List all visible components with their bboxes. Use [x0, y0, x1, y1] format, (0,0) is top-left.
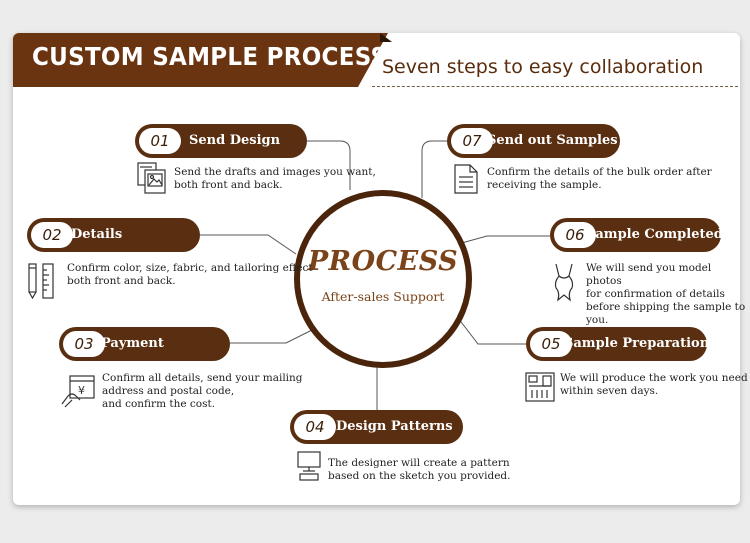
step-number: 07 [451, 128, 493, 154]
step-06-description: We will send you model photos for confir… [586, 262, 750, 327]
step-label: Details [71, 227, 123, 242]
connector-step-05 [454, 313, 526, 345]
description-line: We will produce the work you need [560, 372, 748, 384]
computer-icon [297, 451, 321, 481]
swimsuit-icon [554, 263, 574, 302]
description-line: Confirm all details, send your mailing [102, 372, 303, 384]
step-02-pill: 02 Details [27, 218, 200, 252]
step-label: Send Design [189, 133, 281, 148]
step-01-pill: 01 Send Design [135, 124, 307, 158]
description-line: Send the drafts and images you want, [174, 166, 376, 178]
step-07-description: Confirm the details of the bulk order af… [487, 166, 712, 192]
connector-step-01 [307, 140, 351, 190]
document-icon [454, 164, 478, 194]
description-line: before shipping the sample to [586, 301, 746, 313]
description-line: We will send you model photos [586, 262, 712, 287]
description-line: address and postal code, [102, 385, 235, 397]
description-line: and confirm the cost. [102, 398, 216, 410]
description-line: receiving the sample. [487, 179, 602, 191]
page-title: CUSTOM SAMPLE PROCESS [32, 42, 388, 71]
step-05-description: We will produce the work you need within… [560, 372, 748, 398]
step-label: Send out Samples [487, 133, 618, 148]
connector-step-07 [421, 140, 447, 198]
step-03-description: Confirm all details, send your mailing a… [102, 372, 303, 411]
connector-step-02 [200, 234, 297, 255]
step-01-description: Send the drafts and images you want, bot… [174, 166, 376, 192]
step-04-description: The designer will create a pattern based… [328, 457, 510, 483]
step-number: 03 [63, 331, 105, 357]
image-files-icon [137, 162, 166, 194]
payment-icon: ¥ [61, 375, 95, 408]
step-label: Design Patterns [336, 419, 453, 434]
step-07-pill: 07 Send out Samples [447, 124, 620, 158]
header-banner [13, 33, 388, 87]
pencil-ruler-icon [28, 263, 54, 300]
process-circle: PROCESS After-sales Support [294, 190, 472, 368]
description-line: The designer will create a pattern [328, 457, 510, 469]
svg-text:¥: ¥ [78, 384, 85, 397]
description-line: both front and back. [174, 179, 283, 191]
connector-step-03 [230, 329, 313, 344]
step-number: 06 [554, 222, 596, 248]
step-label: Payment [101, 336, 164, 351]
description-line: you. [586, 314, 609, 326]
description-line: Confirm the details of the bulk order af… [487, 166, 712, 178]
header-fold [380, 33, 392, 42]
step-number: 02 [31, 222, 73, 248]
connector-step-06 [457, 235, 550, 245]
sewing-machine-icon [525, 372, 555, 402]
step-03-pill: 03 Payment [59, 327, 230, 361]
circle-subtitle: After-sales Support [321, 289, 445, 304]
page-subtitle: Seven steps to easy collaboration [382, 56, 704, 78]
description-line: for confirmation of details [586, 288, 725, 300]
step-05-pill: 05 Sample Preparation [526, 327, 710, 361]
step-number: 01 [139, 128, 181, 154]
description-line: both front and back. [67, 275, 176, 287]
step-04-pill: 04 Design Patterns [290, 410, 463, 444]
step-number: 04 [294, 414, 336, 440]
header-divider [372, 86, 738, 87]
step-label: Sample Preparation [564, 336, 710, 351]
circle-title: PROCESS [307, 246, 459, 277]
step-06-pill: 06 Sample Completed [550, 218, 723, 252]
description-line: Confirm color, size, fabric, and tailori… [67, 262, 313, 274]
step-02-description: Confirm color, size, fabric, and tailori… [67, 262, 313, 288]
description-line: within seven days. [560, 385, 659, 397]
description-line: based on the sketch you provided. [328, 470, 511, 482]
step-label: Sample Completed [586, 227, 723, 242]
step-number: 05 [530, 331, 572, 357]
